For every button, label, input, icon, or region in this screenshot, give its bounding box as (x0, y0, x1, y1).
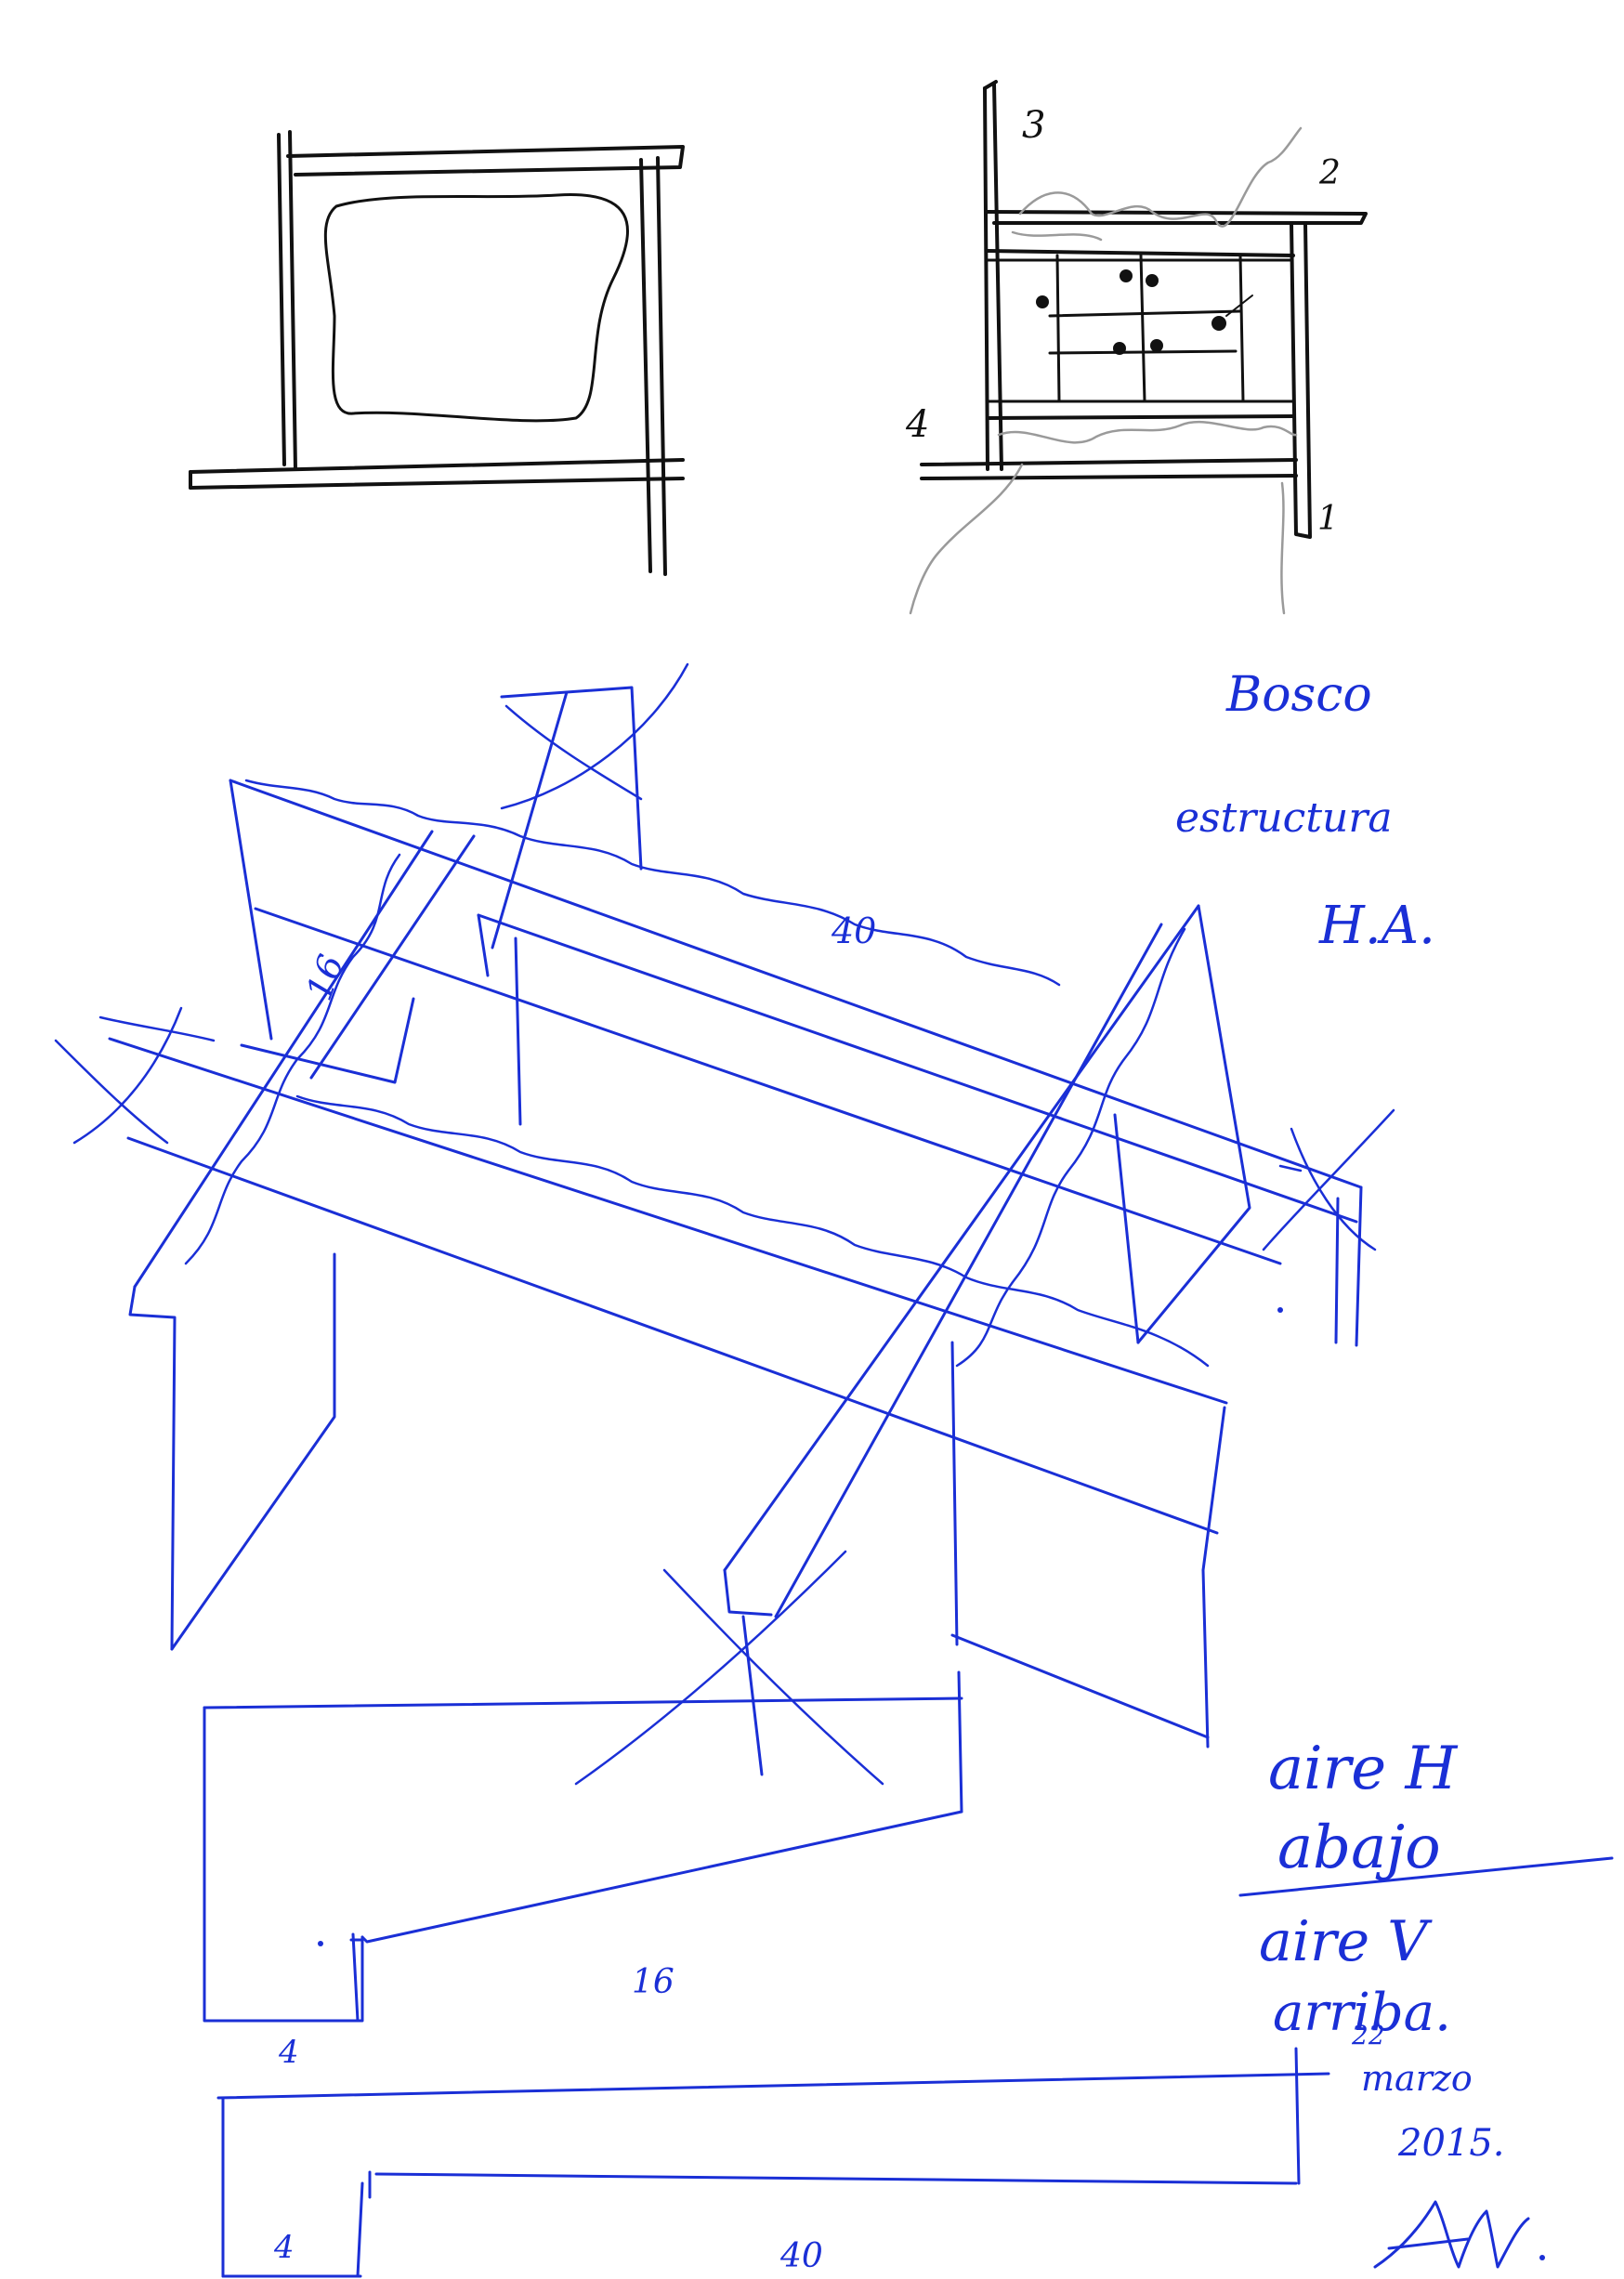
signature (1373, 2200, 1545, 2269)
element-label-3: 3 (1022, 104, 1045, 147)
note-below: abajo (1277, 1814, 1441, 1882)
element-label-4: 4 (905, 403, 929, 446)
note-air-vertical: aire V (1259, 1909, 1433, 1974)
project-subtitle: estructura (1175, 794, 1393, 842)
date-month: marzo (1361, 2058, 1473, 2099)
section2-dimension-length: 40 (779, 2237, 823, 2275)
axo-dimension-height: 16 (298, 950, 352, 1005)
section1-dimension-length: 16 (632, 1963, 674, 2001)
section-profile-16: 16 4 (203, 1670, 963, 2071)
project-name: Bosco (1225, 667, 1372, 723)
note-air-horizontal: aire H (1268, 1735, 1458, 1803)
axo-dimension-long: 40 (831, 910, 876, 951)
sketch-section-numbered: 3 2 4 1 (905, 80, 1368, 615)
material-note: H.A. (1318, 896, 1435, 956)
sketch-plan-square (189, 130, 685, 576)
element-label-2: 2 (1318, 154, 1341, 192)
handwritten-notes: Bosco estructura H.A. aire H abajo aire … (1175, 667, 1614, 2269)
element-label-1: 1 (1317, 500, 1339, 538)
section2-dimension-width: 4 (273, 2229, 295, 2266)
date-year: 2015. (1397, 2122, 1505, 2165)
date-day: 22 (1351, 2020, 1385, 2050)
axonometric-structure: 40 16 (54, 662, 1395, 1786)
note-above: arriba. (1273, 1983, 1451, 2043)
section1-dimension-width: 4 (278, 2034, 299, 2071)
section-profile-40: 40 4 (216, 2047, 1330, 2278)
